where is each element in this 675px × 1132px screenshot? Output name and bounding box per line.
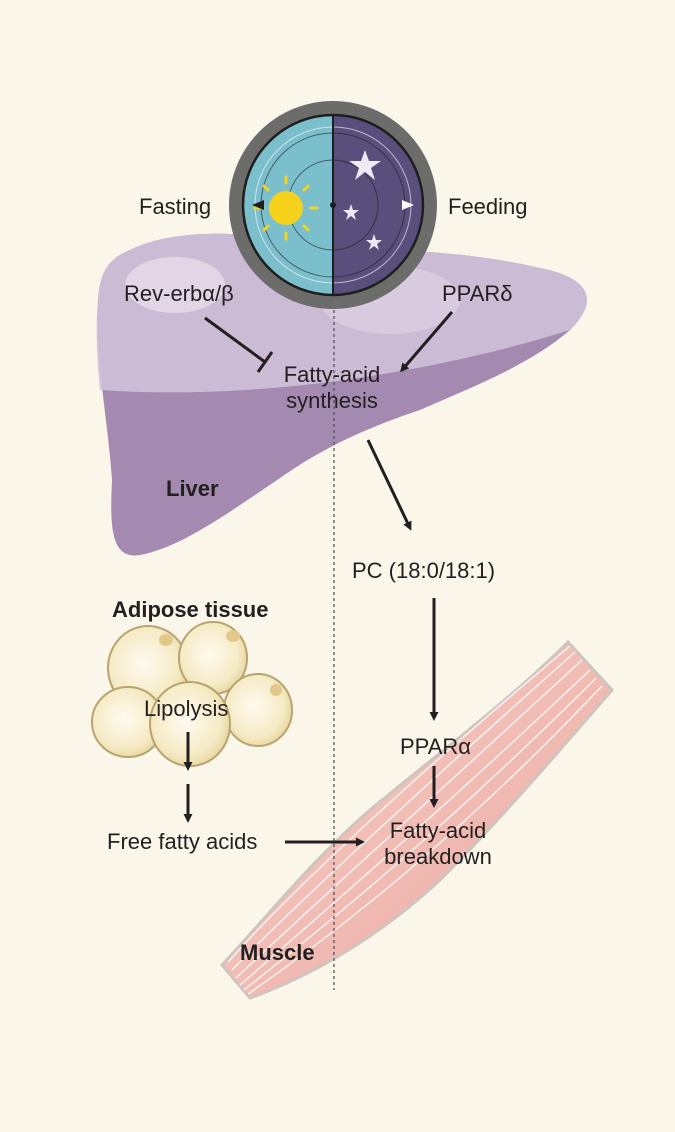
muscle-shape: [219, 639, 615, 1000]
free-fatty-acids-label: Free fatty acids: [107, 829, 258, 854]
pc-label: PC (18:0/18:1): [352, 558, 496, 583]
star-icon: [343, 150, 382, 250]
sun-icon: [253, 175, 319, 241]
ppard-label: PPARδ: [442, 281, 513, 306]
muscle-label: Muscle: [240, 940, 315, 965]
inhibition-arrow: [204, 316, 274, 373]
lipolysis-label: Lipolysis: [144, 696, 229, 721]
feeding-label: Feeding: [448, 194, 528, 219]
rev-erb-label: Rev-erbα/β: [124, 281, 234, 306]
ppara-label: PPARα: [400, 734, 471, 759]
liver-label: Liver: [166, 476, 219, 501]
synthesis-line2: synthesis: [286, 388, 378, 413]
fasting-label: Fasting: [139, 194, 212, 219]
clock: [229, 101, 437, 309]
adipose-cells: [91, 621, 293, 767]
fatty-acid-synthesis-label: Fatty-acid synthesis: [284, 362, 381, 414]
activation-arrow: [400, 311, 454, 373]
export-arrow: [366, 439, 412, 531]
fatty-acid-breakdown-label: Fatty-acid breakdown: [384, 818, 492, 870]
breakdown-line2: breakdown: [384, 844, 492, 869]
synthesis-line1: Fatty-acid: [283, 362, 381, 387]
breakdown-line1: Fatty-acid: [389, 818, 487, 843]
adipose-tissue-label: Adipose tissue: [112, 597, 269, 622]
